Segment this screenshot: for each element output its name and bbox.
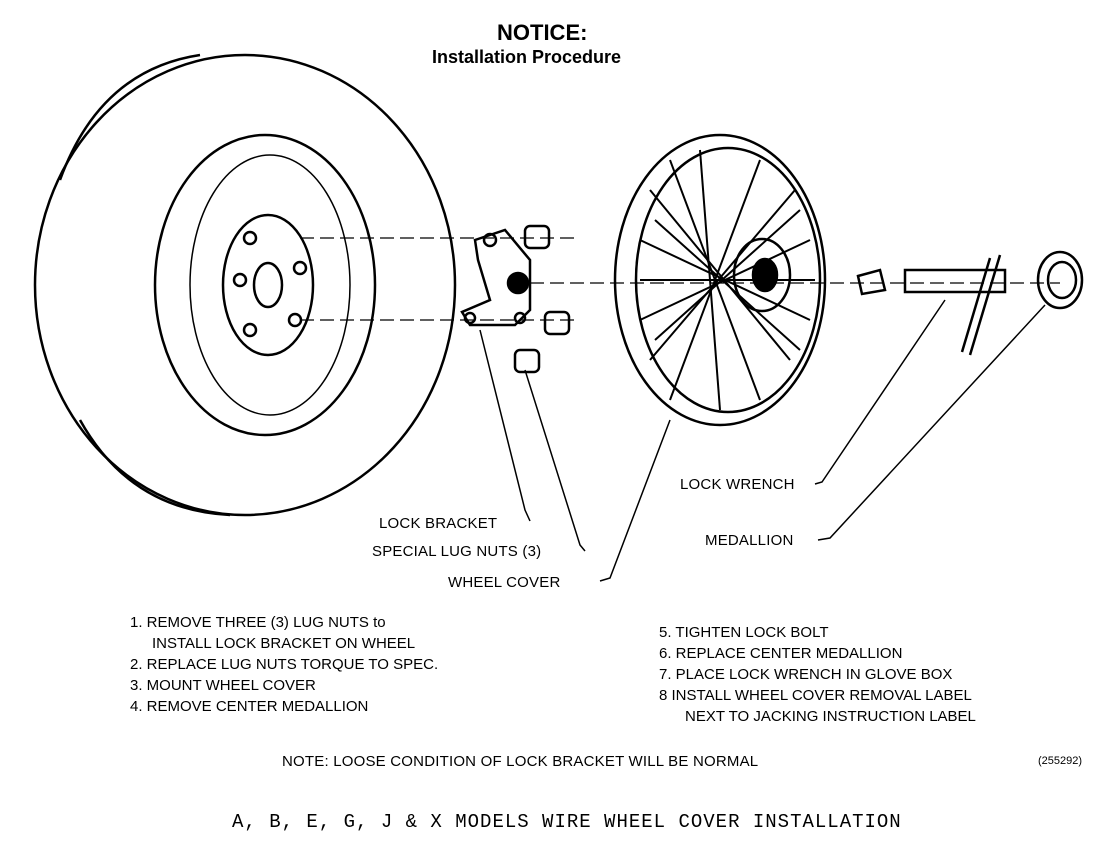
step-item: INSTALL LOCK BRACKET ON WHEEL [152, 635, 416, 652]
step-item: 7. PLACE LOCK WRENCH IN GLOVE BOX [659, 666, 953, 683]
callout-lock-wrench: LOCK WRENCH [680, 476, 795, 493]
figure-caption: A, B, E, G, J & X MODELS WIRE WHEEL COVE… [232, 811, 902, 833]
figure-number: (255292) [1038, 755, 1083, 767]
callout-lock-bracket: LOCK BRACKET [379, 515, 498, 532]
wheel-hub [221, 213, 315, 357]
step-item: 3. MOUNT WHEEL COVER [130, 677, 316, 694]
callout-medallion: MEDALLION [705, 532, 794, 549]
wire-wheel-cover [613, 133, 827, 427]
lock-wrench [903, 254, 1007, 356]
lock-bracket [460, 228, 532, 327]
step-item: 1. REMOVE THREE (3) LUG NUTS to [130, 614, 386, 631]
step-item: 4. REMOVE CENTER MEDALLION [130, 698, 369, 715]
step-item: 2. REPLACE LUG NUTS TORQUE TO SPEC. [130, 656, 439, 673]
step-item: 5. TIGHTEN LOCK BOLT [659, 624, 829, 641]
step-item: 8 INSTALL WHEEL COVER REMOVAL LABEL [659, 687, 972, 704]
notice-title: NOTICE: [497, 20, 588, 45]
note-text: NOTE: LOOSE CONDITION OF LOCK BRACKET WI… [282, 753, 759, 770]
medallion [1036, 250, 1084, 310]
tire [33, 53, 457, 517]
notice-subtitle: Installation Procedure [432, 47, 622, 67]
steps-left: 1. REMOVE THREE (3) LUG NUTS to INSTALL … [130, 612, 438, 717]
callout-special-lug-nuts: SPECIAL LUG NUTS (3) [372, 543, 542, 560]
special-lug-nuts [513, 224, 571, 374]
steps-right: 5. TIGHTEN LOCK BOLT 6. REPLACE CENTER M… [659, 622, 976, 727]
wire-spokes [639, 149, 815, 411]
step-item: NEXT TO JACKING INSTRUCTION LABEL [685, 708, 976, 725]
centerlines [300, 237, 1060, 321]
step-item: 6. REPLACE CENTER MEDALLION [659, 645, 903, 662]
leader-lines [479, 299, 1046, 582]
lock-bolt [856, 268, 887, 296]
callout-wheel-cover: WHEEL COVER [448, 574, 561, 591]
